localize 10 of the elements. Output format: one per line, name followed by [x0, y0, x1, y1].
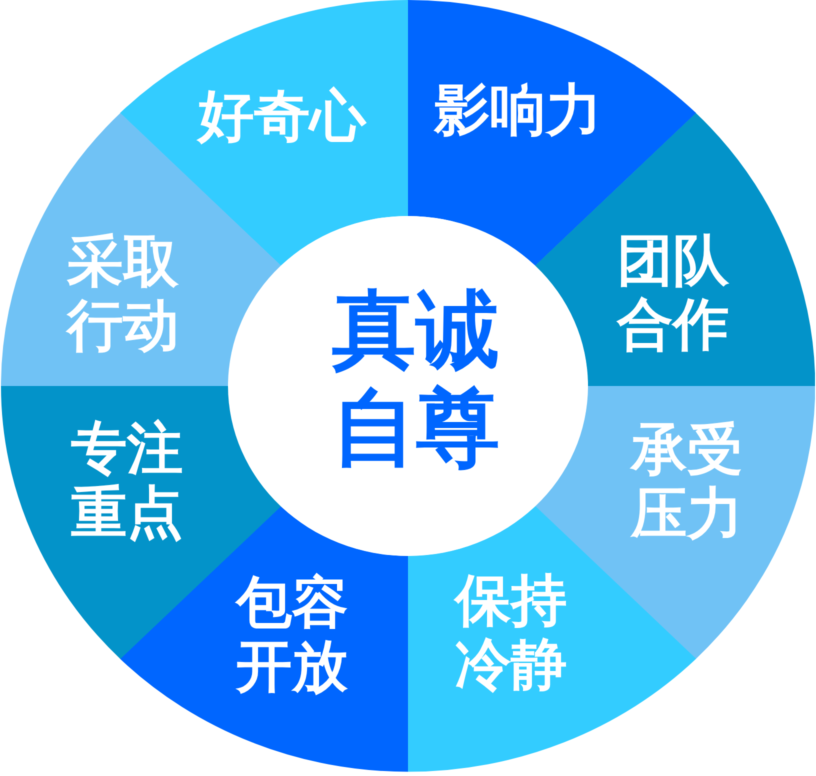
segment-label: 专注重点 — [70, 418, 184, 546]
segment-label: 团队合作 — [616, 230, 730, 358]
center-circle — [228, 216, 588, 556]
segment-label: 采取行动 — [66, 230, 180, 360]
segment-label: 包容开放 — [234, 572, 349, 700]
segment-label: 承受压力 — [630, 418, 744, 548]
segment-label: 好奇心 — [196, 84, 367, 150]
core-value-label: 真诚自尊 — [331, 280, 501, 478]
segment-label: 影响力 — [433, 78, 603, 144]
segment-label: 保持冷静 — [454, 570, 568, 698]
